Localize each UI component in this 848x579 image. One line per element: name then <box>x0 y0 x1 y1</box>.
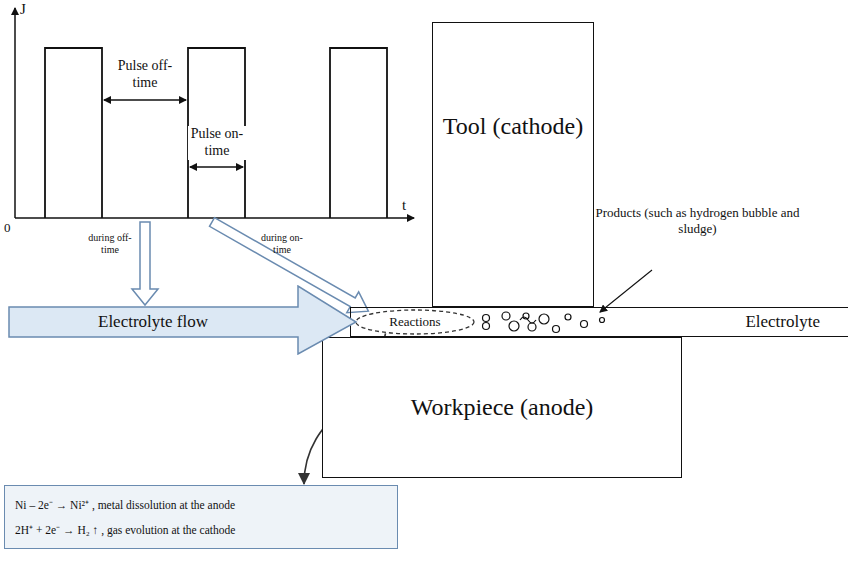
tool-box: Tool (cathode) <box>432 22 594 307</box>
off-time-hollow-arrow <box>132 222 158 305</box>
node-text: Reactions <box>389 314 440 330</box>
node-text: Tool (cathode) <box>443 111 583 141</box>
origin-label: 0 <box>4 220 11 236</box>
callout-label: Products (such as hydrogen bubble and sl… <box>585 205 810 236</box>
on-time-hollow-arrow <box>206 212 374 322</box>
off-time-arrow <box>104 99 186 100</box>
axis-label: J <box>20 0 26 18</box>
duration-label: Pulse off-time <box>106 58 184 92</box>
node-text: Electrolyte flow <box>8 307 298 337</box>
reaction-box: Ni – 2e⁻ → Ni²⁺ , metal dissolution at t… <box>4 485 398 549</box>
workpiece-box: Workpiece (anode) <box>322 337 682 478</box>
node-text: Electrolyte <box>745 312 820 332</box>
phase-label: during on-time <box>256 232 308 256</box>
y-axis <box>14 8 16 218</box>
ellipse-outline <box>356 310 474 334</box>
reactions-ellipse: Reactions <box>355 309 475 335</box>
node-text: Ni – 2e⁻ → Ni²⁺ , metal dissolution at t… <box>15 498 387 513</box>
axis-label: t <box>402 196 406 214</box>
sludge <box>520 317 536 323</box>
flow-arrow: Electrolyte flow <box>8 285 358 355</box>
node-text: 2H⁺ + 2e⁻ → H₂ ↑ , gas evolution at the … <box>15 523 387 538</box>
duration-label: Pulse on-time <box>188 126 246 160</box>
leader-line <box>600 270 652 312</box>
phase-label: during off-time <box>84 232 136 256</box>
bubbles <box>483 312 605 333</box>
arrow-outline <box>9 286 356 354</box>
on-time-arrow <box>190 166 243 167</box>
pulse-wave <box>45 48 387 218</box>
node-text: Workpiece (anode) <box>411 394 594 421</box>
